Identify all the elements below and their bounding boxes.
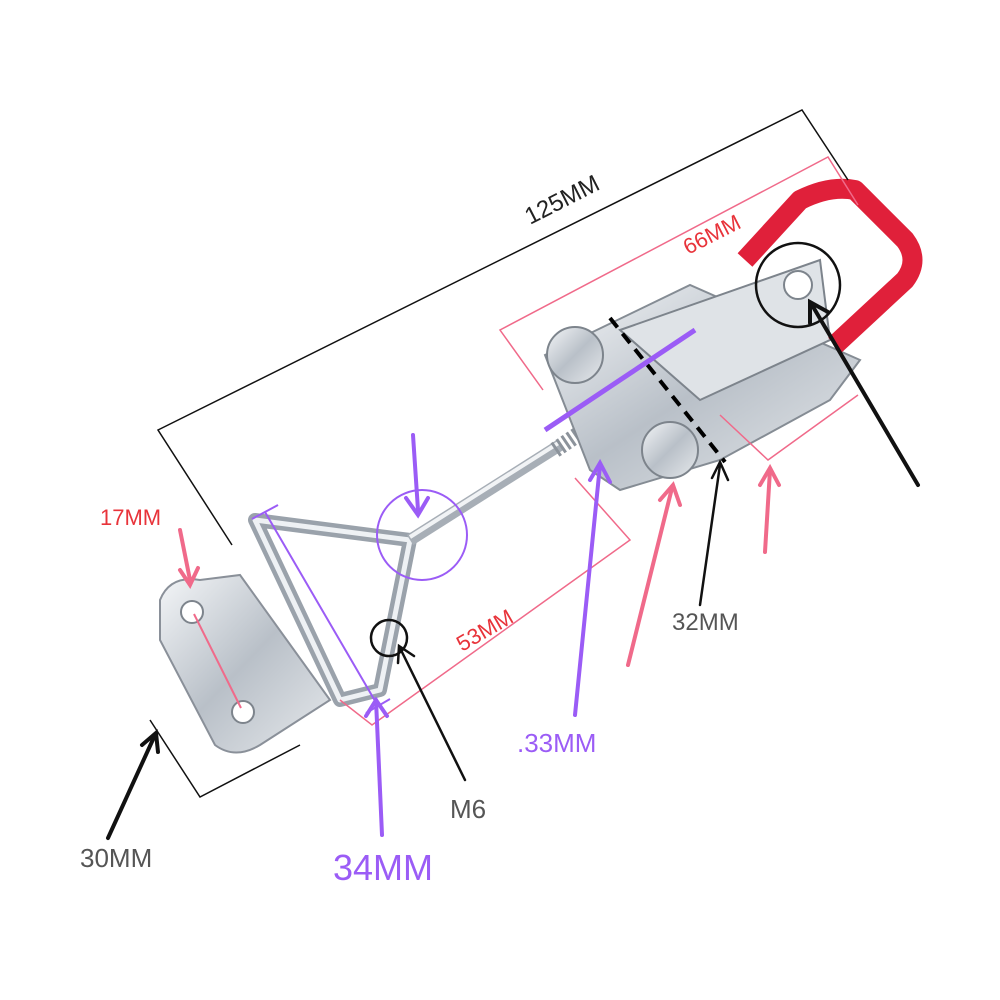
hole-spacing-line [193,613,242,709]
wire-circle [369,618,409,658]
arrows [106,298,920,840]
lever-arm [618,258,832,402]
body-length-line [498,156,859,391]
body-length-label: 66MM [679,209,745,259]
loop-length-line [339,477,632,726]
thread-length-label: .33MM [517,728,596,758]
latch-product-image [159,178,923,754]
rod [406,439,564,546]
dashed-cut-line [608,316,727,464]
body-width-label: 32MM [672,609,739,636]
dimension-lines [149,109,859,798]
roller [641,421,699,479]
body-width-line [719,394,859,461]
plate-hole [180,600,204,624]
hole-spacing-label: 17MM [100,505,161,530]
pivot-circle [754,241,842,329]
pivot-hole [783,270,813,300]
plate-width-label: 30MM [80,843,152,873]
roller [546,326,604,384]
base-plate [159,573,332,754]
loop-length-label: 53MM [452,604,517,656]
thread-size-label: M6 [450,794,486,824]
overall-length-label: 125MM [520,170,604,230]
thread-line [543,327,697,433]
loop-width-line [264,511,379,707]
overall-length-line [156,109,849,546]
red-handle [737,178,923,353]
loop-width-label: 34MM [333,847,433,888]
plate-hole [231,700,255,724]
plate-width-line [149,719,301,798]
loop-apex-circle [376,489,468,581]
